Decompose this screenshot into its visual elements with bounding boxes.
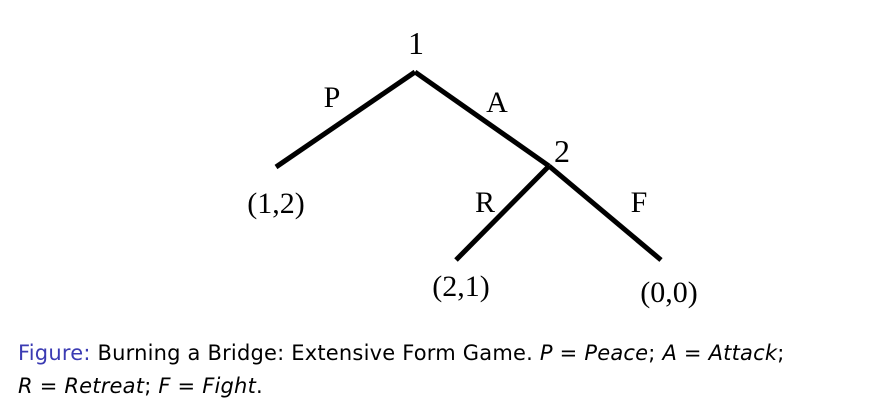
action-retreat-label: R — [475, 186, 495, 219]
caption-p-symbol: P — [539, 341, 553, 365]
caption-separator: ; — [777, 341, 785, 365]
caption-a-word: Attack — [708, 341, 778, 365]
caption-r-symbol: R — [18, 374, 33, 398]
edge-fight — [547, 164, 663, 262]
action-fight-label: F — [631, 186, 648, 219]
caption-equals: = — [683, 341, 702, 365]
caption-f-word: Fight — [202, 374, 257, 398]
caption-separator: ; — [648, 341, 656, 365]
caption-equals: = — [177, 374, 196, 398]
edge-retreat — [454, 164, 551, 262]
action-attack-label: A — [486, 86, 508, 119]
game-tree-diagram: 1 2 P A R F (1,2) (2,1) (0,0) — [247, 25, 697, 309]
node-1-label: 1 — [408, 25, 424, 61]
caption-prefix: Figure: — [18, 341, 91, 365]
caption-f-symbol: F — [158, 374, 171, 398]
caption-p-word: Peace — [584, 341, 649, 365]
payoff-peace: (1,2) — [247, 187, 304, 220]
figure-caption: Figure: Burning a Bridge: Extensive Form… — [18, 337, 878, 403]
edge-attack — [413, 69, 551, 169]
caption-equals: = — [559, 341, 578, 365]
node-2-label: 2 — [554, 133, 570, 169]
action-peace-label: P — [324, 81, 341, 114]
caption-separator: ; — [144, 374, 152, 398]
caption-r-word: Retreat — [64, 374, 145, 398]
payoff-fight: (0,0) — [640, 276, 697, 309]
caption-text: Burning a Bridge: Extensive Form Game. — [97, 341, 534, 365]
caption-end: . — [256, 374, 263, 398]
edge-peace — [274, 69, 417, 170]
caption-a-symbol: A — [662, 341, 678, 365]
caption-equals: = — [39, 374, 58, 398]
payoff-retreat: (2,1) — [432, 270, 489, 303]
